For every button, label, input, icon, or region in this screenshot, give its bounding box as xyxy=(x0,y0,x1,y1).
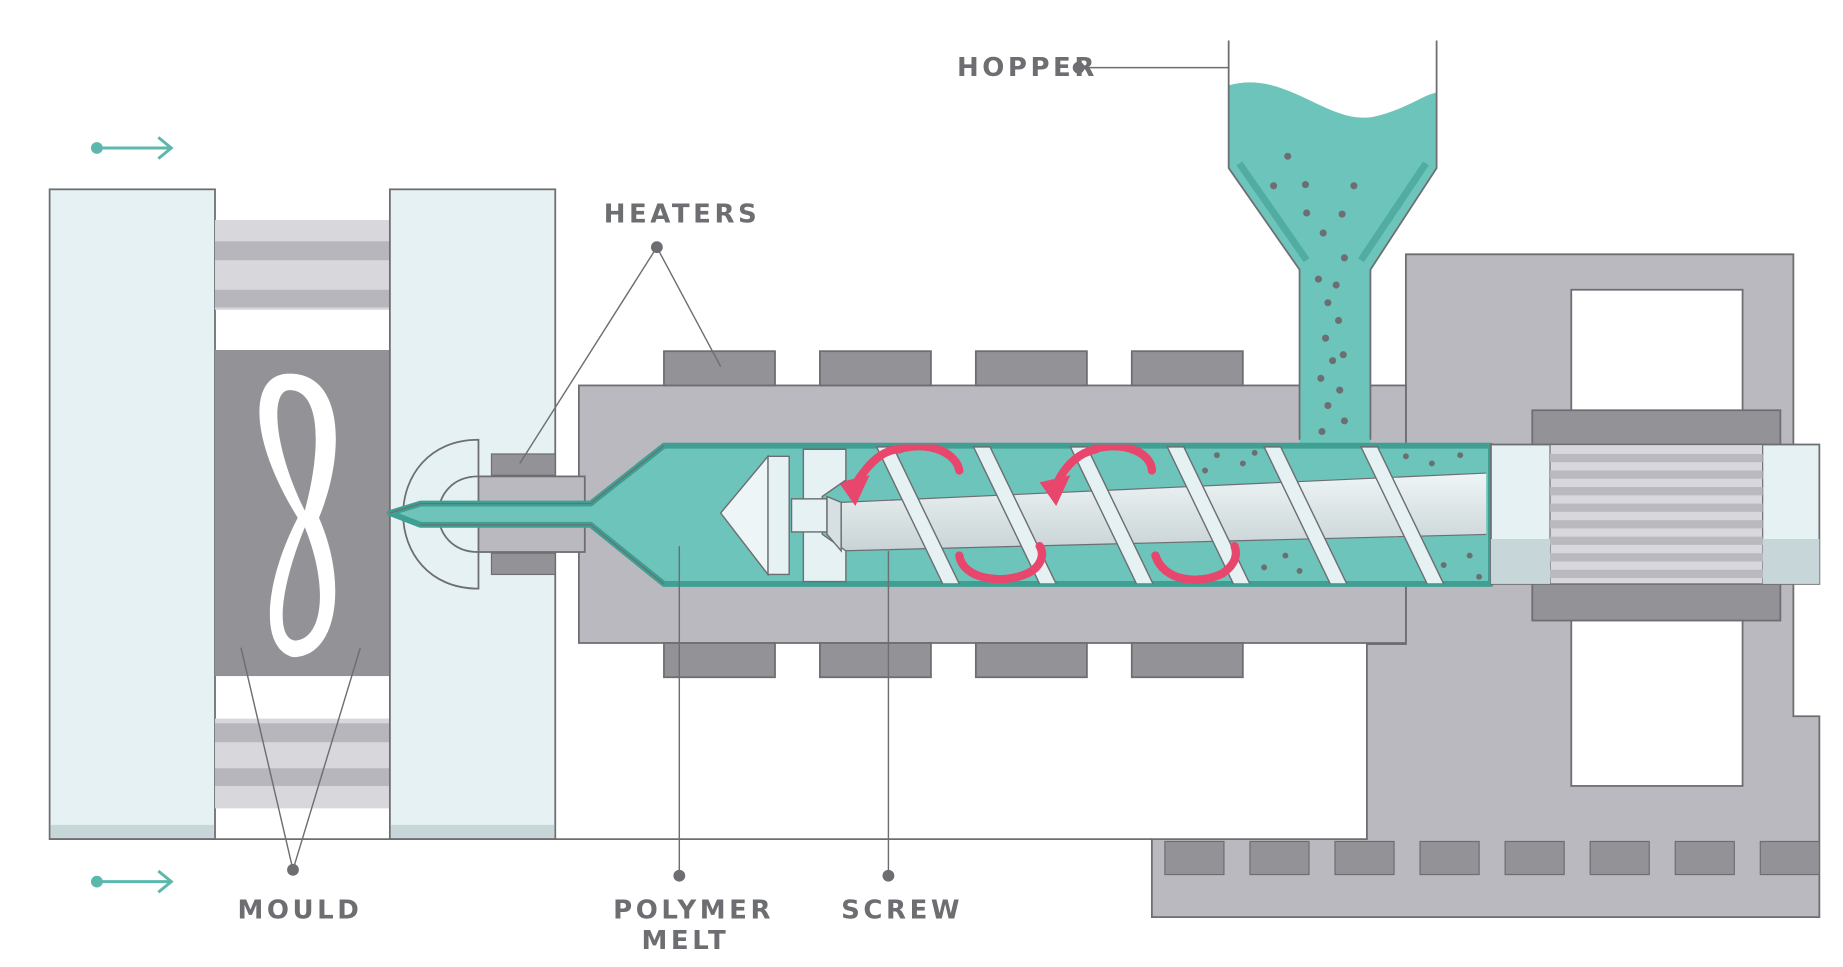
pellets xyxy=(1270,152,1358,436)
nozzle-tip xyxy=(402,438,480,590)
heater-band xyxy=(1130,642,1244,679)
mould-cavity-shape xyxy=(259,373,336,658)
heater-band xyxy=(974,350,1088,387)
heater-band xyxy=(663,350,776,387)
hopper xyxy=(1227,40,1438,452)
tie-bar-top xyxy=(215,220,390,310)
platen-left-band xyxy=(50,824,214,838)
hopper-walls xyxy=(1227,40,1438,440)
label-mould: MOULD xyxy=(237,895,362,925)
screw-drive xyxy=(1490,409,1821,622)
label-screw: SCREW xyxy=(841,895,963,925)
drive-grooves xyxy=(1550,453,1763,579)
label-hopper: HOPPER xyxy=(957,53,1098,83)
callout-dots xyxy=(287,61,1085,882)
frame-feet xyxy=(1164,840,1820,876)
rotation-arrows-icon xyxy=(852,445,1241,584)
motion-arrow-top-icon xyxy=(90,136,174,160)
heater-band xyxy=(974,642,1088,679)
heater-band xyxy=(819,350,932,387)
heater-bands xyxy=(663,350,1244,679)
barrel-interior xyxy=(386,442,1494,587)
nozzle-band-top xyxy=(490,453,556,476)
label-heaters: HEATERS xyxy=(604,199,761,229)
label-polymer-melt-line1: POLYMER xyxy=(613,895,774,925)
fixed-platen-left xyxy=(48,188,216,840)
nozzle-band-bottom xyxy=(490,552,556,576)
heater-band xyxy=(819,642,932,679)
mould xyxy=(215,350,390,677)
callout-lines xyxy=(240,66,1229,876)
moving-platen-band xyxy=(391,824,555,838)
label-polymer-melt-line2: MELT xyxy=(642,926,730,956)
hopper-funnel xyxy=(1228,82,1437,452)
screw-tip xyxy=(719,448,847,583)
barrel-pellets xyxy=(1202,449,1483,580)
screw-flights xyxy=(875,446,1445,584)
heater-band xyxy=(663,642,776,679)
motion-arrow-bottom-icon xyxy=(90,869,174,894)
tie-bar-bottom xyxy=(215,718,390,809)
heater-band xyxy=(1130,350,1244,387)
